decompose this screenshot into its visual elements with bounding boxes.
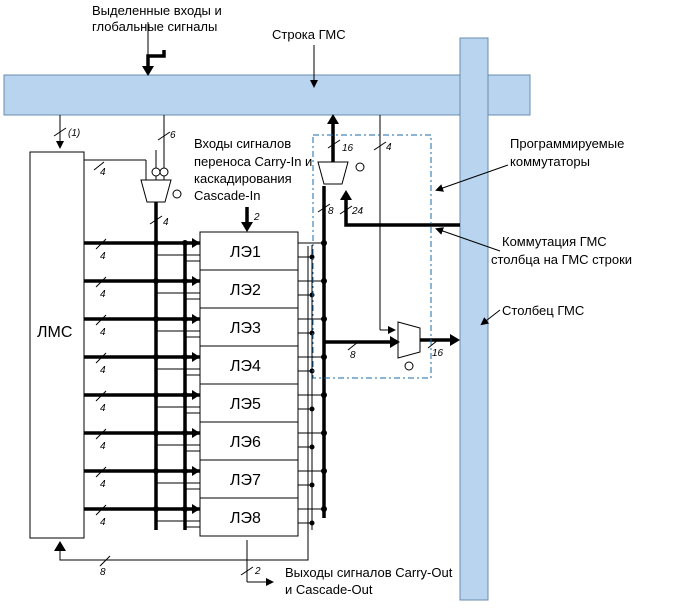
bus-width-row-right: 4 bbox=[386, 142, 392, 153]
le-label: ЛЭ2 bbox=[230, 282, 261, 299]
carry-in-label-1: Входы сигналов bbox=[194, 136, 291, 151]
le-label: ЛЭ6 bbox=[230, 434, 261, 451]
input-mux bbox=[140, 179, 172, 203]
le-label: ЛЭ5 bbox=[230, 396, 261, 413]
prog-label-1: Программируемые bbox=[510, 136, 624, 151]
global-signal-line bbox=[146, 50, 166, 70]
logic-element-7: ЛЭ7 4 bbox=[84, 459, 327, 499]
column-output-mux bbox=[397, 321, 421, 359]
le-label: ЛЭ7 bbox=[230, 472, 261, 489]
le-box bbox=[199, 421, 299, 461]
logic-element-1: ЛЭ1 4 bbox=[84, 231, 327, 271]
lms-label: ЛМС bbox=[37, 324, 72, 341]
logic-element-2: ЛЭ2 4 bbox=[84, 269, 327, 309]
dedicated-inputs-label-2: глобальные сигналы bbox=[92, 19, 217, 34]
bus-width-lms-fb: 8 bbox=[100, 567, 106, 578]
le-box bbox=[199, 269, 299, 309]
logic-element-3: ЛЭ3 4 bbox=[84, 307, 327, 347]
row-label: Строка ГМС bbox=[272, 27, 346, 42]
le-bus-width: 4 bbox=[100, 289, 106, 300]
carry-in-label-2: переноса Carry-In и bbox=[194, 154, 312, 169]
bus-width-le-mux: 8 bbox=[328, 206, 334, 217]
lms-block bbox=[29, 151, 85, 539]
bus-width-lms-mux: 4 bbox=[100, 167, 106, 178]
le-label: ЛЭ3 bbox=[230, 320, 261, 337]
bus-width-row-down: 6 bbox=[170, 130, 176, 141]
le-box bbox=[199, 307, 299, 347]
le-box bbox=[199, 497, 299, 537]
bus-width-carry-in: 2 bbox=[253, 212, 260, 223]
logic-element-4: ЛЭ4 4 bbox=[84, 345, 327, 385]
le-bus-width: 4 bbox=[100, 251, 106, 262]
bus-width-col-row: 24 bbox=[351, 206, 364, 217]
carry-in-label-4: Cascade-In bbox=[194, 188, 260, 203]
logic-element-6: ЛЭ6 4 bbox=[84, 421, 327, 461]
le-box bbox=[199, 459, 299, 499]
row-output-mux bbox=[317, 161, 349, 185]
le-bus-width: 4 bbox=[100, 479, 106, 490]
le-bus-width: 4 bbox=[100, 441, 106, 452]
carry-out-label-2: и Cascade-Out bbox=[285, 582, 373, 597]
le-bus-width: 4 bbox=[100, 403, 106, 414]
carry-out-label-1: Выходы сигналов Carry-Out bbox=[285, 565, 453, 580]
logic-element-5: ЛЭ5 4 bbox=[84, 383, 327, 423]
bus-width-le-mux-2: 8 bbox=[350, 350, 356, 361]
le-box bbox=[199, 345, 299, 385]
le-label: ЛЭ4 bbox=[230, 358, 261, 375]
comm-label-1: Коммутация ГМС bbox=[502, 234, 607, 249]
le-bus-width: 4 bbox=[100, 365, 106, 376]
programmable-switch-box bbox=[312, 134, 432, 379]
carry-in-label-3: каскадирования bbox=[194, 171, 292, 186]
bus-width-mux-out: 4 bbox=[163, 217, 169, 228]
comm-label-2: столбца на ГМС строки bbox=[491, 252, 632, 267]
le-bus-width: 4 bbox=[100, 517, 106, 528]
prog-label-2: коммутаторы bbox=[510, 154, 590, 169]
le-label: ЛЭ1 bbox=[230, 244, 261, 261]
bus-width-mux-col: 16 bbox=[432, 348, 444, 359]
le-box bbox=[199, 383, 299, 423]
col-label: Столбец ГМС bbox=[502, 303, 584, 318]
bus-width-carry-out: 2 bbox=[254, 566, 261, 577]
le-label: ЛЭ8 bbox=[230, 510, 261, 527]
bus-width-global: (1) bbox=[68, 128, 80, 139]
row-interconnect-bus bbox=[3, 74, 531, 116]
le-bus-width: 4 bbox=[100, 327, 106, 338]
logic-element-8: ЛЭ8 4 bbox=[84, 497, 327, 537]
dedicated-inputs-label-1: Выделенные входы и bbox=[92, 3, 222, 18]
bus-width-mux-top: 16 bbox=[342, 143, 354, 154]
global-signal-arrow bbox=[142, 66, 154, 76]
column-interconnect-bus bbox=[459, 37, 489, 601]
